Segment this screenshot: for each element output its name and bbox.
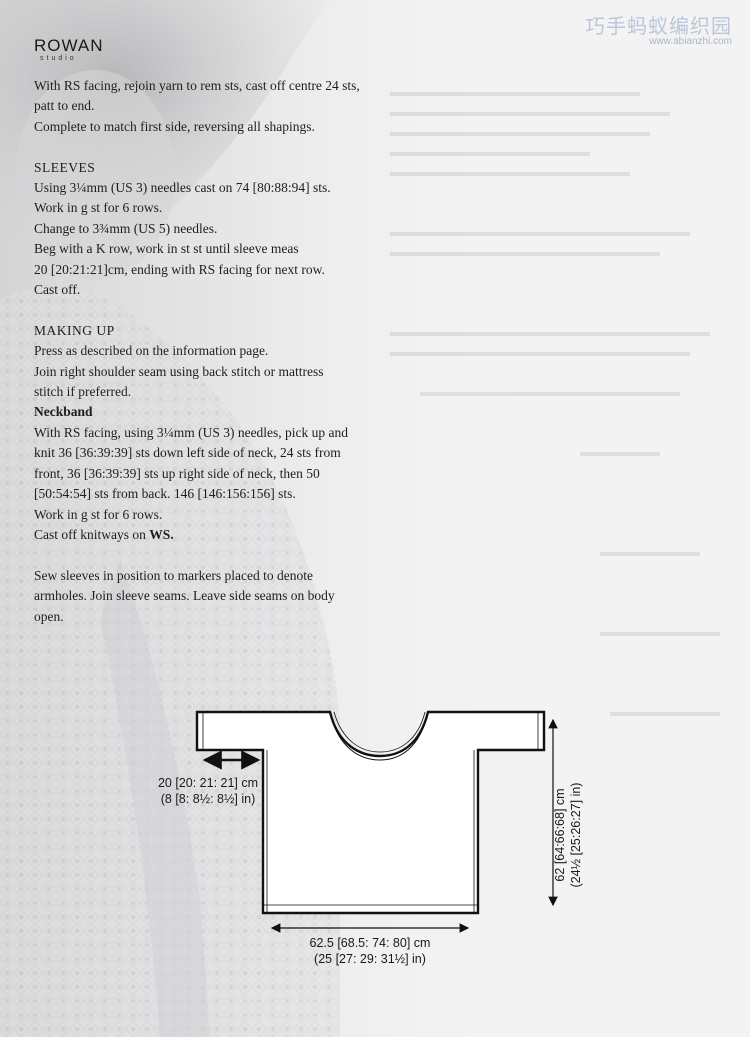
instruction-line: patt to end. bbox=[34, 98, 95, 114]
watermark-title: 巧手蚂蚁编织园 bbox=[585, 14, 732, 38]
instruction-line: front, 36 [36:39:39] sts up right side o… bbox=[34, 465, 320, 481]
sleeve-length-label: 20 [20: 21: 21] cm (8 [8: 8½: 8½] in) bbox=[157, 776, 259, 806]
instruction-line: Join right shoulder seam using back stit… bbox=[34, 363, 324, 379]
body-length-label: 62 [64:66:68] cm (24½ [25:26:27] in) bbox=[553, 782, 583, 888]
neckband-heading: Neckband bbox=[34, 404, 93, 420]
instruction-line: Beg with a K row, work in st st until sl… bbox=[34, 241, 299, 257]
instruction-line: Work in g st for 6 rows. bbox=[34, 200, 163, 216]
garment-schematic bbox=[195, 710, 558, 933]
instruction-line: Press as described on the information pa… bbox=[34, 343, 269, 359]
brand-subtitle: studio bbox=[40, 55, 77, 62]
garment-outline bbox=[195, 710, 546, 915]
making-up-heading: MAKING UP bbox=[34, 322, 115, 338]
instruction-line: Cast off. bbox=[34, 282, 81, 298]
instruction-line: Change to 3¾mm (US 5) needles. bbox=[34, 220, 218, 236]
instruction-line: Complete to match first side, reversing … bbox=[34, 118, 315, 134]
instruction-line: 20 [20:21:21]cm, ending with RS facing f… bbox=[34, 261, 325, 277]
sleeves-heading: SLEEVES bbox=[34, 159, 96, 175]
instruction-line: Work in g st for 6 rows. bbox=[34, 506, 163, 522]
instruction-line: Cast off knitways on WS. bbox=[34, 526, 174, 542]
instruction-line: Sew sleeves in position to markers place… bbox=[34, 567, 313, 583]
watermark-url: www.abianzhi.com bbox=[649, 36, 732, 47]
instruction-line: [50:54:54] sts from back. 146 [146:156:1… bbox=[34, 486, 296, 502]
instruction-line: open. bbox=[34, 608, 64, 624]
instruction-line: Using 3¼mm (US 3) needles cast on 74 [80… bbox=[34, 180, 331, 196]
body-width-label: 62.5 [68.5: 74: 80] cm (25 [27: 29: 31½]… bbox=[309, 936, 431, 966]
instruction-line: armholes. Join sleeve seams. Leave side … bbox=[34, 588, 335, 604]
pattern-instructions: With RS facing, rejoin yarn to rem sts, … bbox=[34, 76, 368, 627]
brand-logo: ROWAN bbox=[34, 36, 104, 55]
instruction-line: With RS facing, using 3¼mm (US 3) needle… bbox=[34, 424, 349, 440]
instruction-line: stitch if preferred. bbox=[34, 384, 132, 400]
instruction-line: knit 36 [36:39:39] sts down left side of… bbox=[34, 445, 341, 461]
instruction-line: With RS facing, rejoin yarn to rem sts, … bbox=[34, 78, 360, 93]
